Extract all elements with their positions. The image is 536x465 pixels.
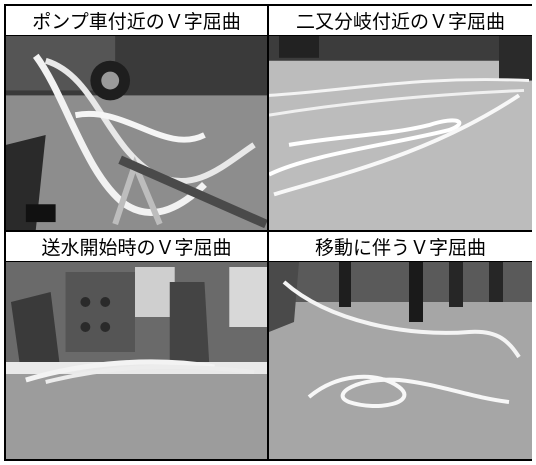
photo-water-start: [6, 262, 269, 459]
caption-branch: 二又分岐付近のＶ字屈曲: [269, 6, 532, 36]
caption-movement: 移動に伴うＶ字屈曲: [269, 232, 532, 262]
caption-water-start: 送水開始時のＶ字屈曲: [6, 232, 269, 262]
caption-pump-truck: ポンプ車付近のＶ字屈曲: [6, 6, 269, 36]
photo-movement: [269, 262, 532, 459]
photo-grid: ポンプ車付近のＶ字屈曲 二又分岐付近のＶ字屈曲: [4, 4, 532, 461]
photo-pump-truck: [6, 36, 269, 232]
photo-branch: [269, 36, 532, 232]
